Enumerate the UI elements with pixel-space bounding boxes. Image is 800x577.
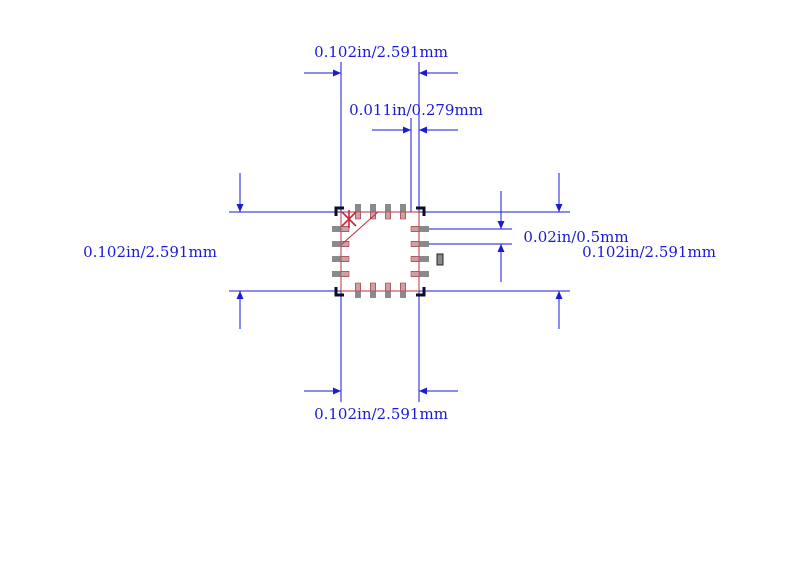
pad-overlap: [370, 282, 376, 292]
pad: [411, 226, 429, 232]
dimension-left-height: 0.102in/2.591mm: [83, 173, 341, 329]
pad-overlap: [385, 282, 391, 292]
pads-bottom: [355, 282, 406, 298]
dimension-top-width: 0.102in/2.591mm: [304, 43, 458, 212]
pad-overlap: [410, 226, 420, 232]
pin1-cross-icon: [341, 210, 357, 228]
corner-marks: [334, 206, 426, 297]
dimension-label-top-width: 0.102in/2.591mm: [314, 43, 448, 61]
pad-overlap: [410, 256, 420, 262]
dimension-right-height: 0.102in/2.591mm: [419, 173, 716, 329]
pad: [370, 204, 376, 219]
pad: [355, 204, 361, 219]
pad: [400, 204, 406, 219]
pad: [385, 204, 391, 219]
corner-mark-bottom-right: [416, 287, 426, 297]
dimension-label-bottom-width: 0.102in/2.591mm: [314, 405, 448, 423]
package-outline: [340, 211, 420, 292]
pad-overlap: [400, 282, 406, 292]
dimension-label-left-height: 0.102in/2.591mm: [83, 243, 217, 261]
pad-overlap: [385, 211, 391, 220]
pad-overlap: [400, 211, 406, 220]
pad: [332, 256, 349, 262]
pads-top: [355, 204, 406, 220]
corner-mark-top-right: [416, 206, 426, 216]
dimension-pad-width: 0.011in/0.279mm: [349, 101, 483, 212]
pads-right: [410, 226, 429, 277]
pad: [332, 271, 349, 277]
pad-overlap: [340, 226, 350, 232]
dimension-pitch: 0.02in/0.5mm: [419, 191, 629, 282]
pad: [411, 256, 429, 262]
pad-overlap: [370, 211, 376, 220]
pad-overlap: [355, 211, 361, 220]
pad: [411, 271, 429, 277]
corner-mark-bottom-left: [334, 287, 344, 297]
dimension-label-pitch: 0.02in/0.5mm: [523, 228, 628, 246]
pad-overlap: [410, 271, 420, 277]
pads-left: [332, 226, 350, 277]
dimension-label-pad-width: 0.011in/0.279mm: [349, 101, 483, 119]
footprint: [332, 204, 444, 298]
pad-overlap: [410, 241, 420, 247]
pad: [332, 226, 349, 232]
fiducial-marker: [436, 253, 444, 266]
pad-overlap: [340, 256, 350, 262]
pin1-chamfer-line: [340, 211, 379, 246]
corner-mark-top-left: [334, 206, 344, 216]
pad: [411, 241, 429, 247]
dimension-label-right-height: 0.102in/2.591mm: [582, 243, 716, 261]
pad: [332, 241, 349, 247]
pad-overlap: [355, 282, 361, 292]
dimension-bottom-width: 0.102in/2.591mm: [304, 291, 458, 423]
pad-overlap: [340, 271, 350, 277]
